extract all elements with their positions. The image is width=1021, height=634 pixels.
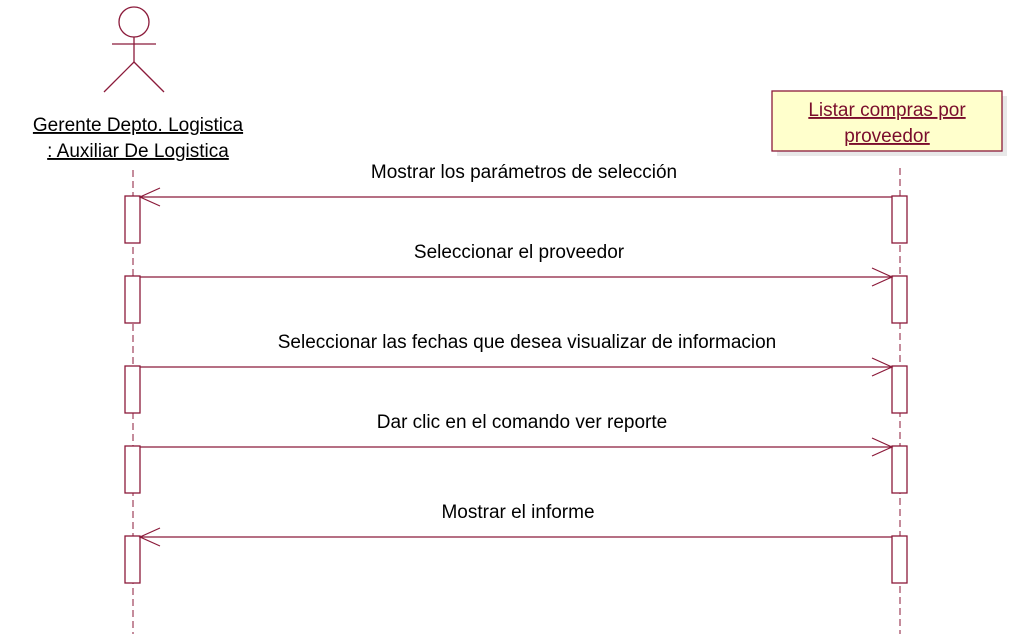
actor-activation-1 (124, 195, 141, 244)
message-4[interactable] (140, 437, 894, 457)
message-4-arrowhead (871, 437, 894, 457)
object-activation-2 (891, 275, 908, 324)
message-4-label: Dar clic en el comando ver reporte (377, 412, 667, 433)
message-2[interactable] (140, 267, 894, 287)
actor-activation-3 (124, 365, 141, 414)
actor-activation-5 (124, 535, 141, 584)
actor-figure (103, 6, 165, 93)
actor-activations (124, 195, 141, 584)
message-5[interactable] (138, 527, 892, 547)
object-activations (891, 195, 908, 584)
object-activation-1 (891, 195, 908, 244)
object-name-line1: Listar compras por (808, 100, 966, 121)
object-box[interactable] (771, 90, 1003, 152)
message-2-label: Seleccionar el proveedor (414, 242, 625, 263)
object-name-line2: proveedor (844, 126, 930, 147)
message-2-arrowhead (871, 267, 894, 287)
actor-name-line2: : Auxiliar De Logistica (47, 141, 229, 162)
message-5-label: Mostrar el informe (441, 502, 594, 523)
actor-left-leg (103, 61, 135, 93)
actor-activation-2 (124, 275, 141, 324)
actor-name-line1: Gerente Depto. Logistica (33, 115, 244, 136)
actor-head (118, 6, 150, 38)
actor-activation-4 (124, 445, 141, 494)
message-1-label: Mostrar los parámetros de selección (371, 162, 677, 183)
message-1[interactable] (138, 187, 892, 207)
message-5-arrowhead (138, 527, 161, 547)
message-1-arrowhead (138, 187, 161, 207)
message-3-arrowhead (871, 357, 894, 377)
actor-right-leg (133, 61, 165, 93)
message-3-label: Seleccionar las fechas que desea visuali… (278, 332, 777, 353)
object-activation-3 (891, 365, 908, 414)
message-3[interactable] (140, 357, 894, 377)
object-activation-5 (891, 535, 908, 584)
object-activation-4 (891, 445, 908, 494)
